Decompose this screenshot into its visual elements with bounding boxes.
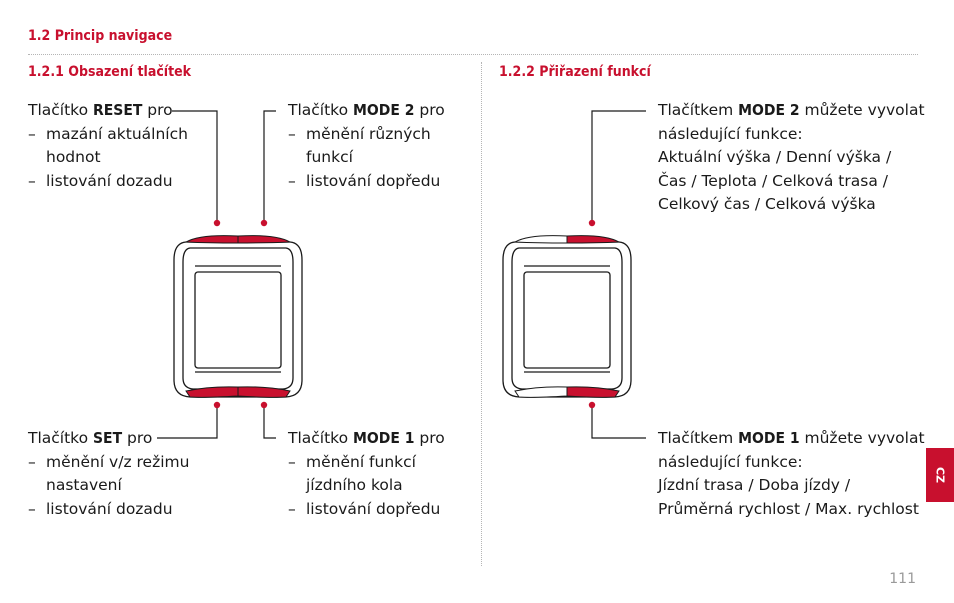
right-device: [502, 241, 632, 398]
left-device-buttons: [184, 235, 292, 398]
left-section-title: 1.2.1 Obsazení tlačítek: [28, 64, 192, 80]
leader-dots: [213, 219, 596, 409]
left-device: [173, 241, 303, 398]
right-device-buttons: [513, 235, 621, 398]
reset-dot: [213, 219, 221, 227]
reset-description: Tlačítko RESET pro –mazání aktuálních ho…: [28, 101, 188, 190]
header-divider: [28, 54, 918, 55]
right-mode1-dot: [588, 401, 596, 409]
right-mode2-leader: [591, 110, 646, 221]
set-dot: [213, 401, 221, 409]
mode2-leader: [263, 110, 276, 221]
mode1-leader: [263, 407, 276, 439]
leader-lines: [157, 110, 646, 439]
right-mode2-dot: [588, 219, 596, 227]
right-mode2-button-shape: [566, 235, 621, 244]
set-description: Tlačítko SET pro –měnění v/z režimu nast…: [28, 429, 190, 518]
page-number: 111: [889, 571, 916, 587]
right-top-left-button-shape: [513, 235, 568, 244]
right-mode2-functions: Tlačítkem MODE 2 můžete vyvolat následuj…: [658, 101, 925, 213]
column-divider: [481, 62, 482, 566]
right-mode1-leader: [591, 407, 646, 439]
mode2-description: Tlačítko MODE 2 pro –měnění různých funk…: [288, 101, 445, 190]
mode1-description: Tlačítko MODE 1 pro –měnění funkcí jízdn…: [288, 429, 445, 518]
right-section-title: 1.2.2 Přiřazení funkcí: [499, 64, 651, 80]
right-mode1-button-shape: [566, 386, 620, 398]
reset-leader: [172, 110, 218, 221]
mode1-dot: [260, 401, 268, 409]
mode1-button-shape: [237, 386, 291, 398]
set-leader: [157, 407, 218, 439]
language-tab: CZ: [926, 448, 954, 502]
section-title: 1.2 Princip navigace: [28, 28, 173, 44]
mode2-button-shape: [237, 235, 292, 244]
right-mode1-functions: Tlačítkem MODE 1 můžete vyvolat následuj…: [658, 429, 925, 518]
language-tab-label: CZ: [933, 466, 947, 484]
mode2-dot: [260, 219, 268, 227]
reset-button-shape: [184, 235, 239, 244]
